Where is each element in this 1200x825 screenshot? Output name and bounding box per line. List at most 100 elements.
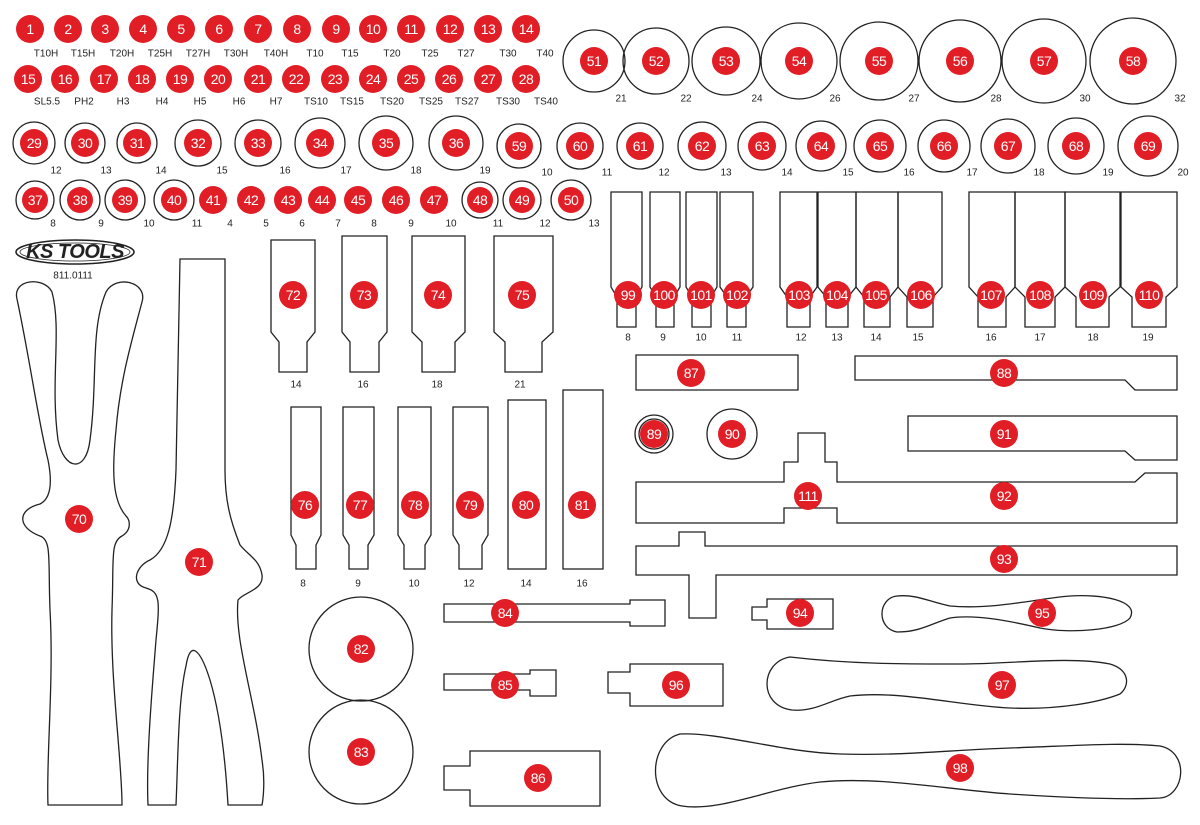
size-label-42: 5: [263, 218, 269, 230]
size-label-103: 12: [795, 332, 807, 344]
pliers-recess-70: [15, 281, 144, 806]
size-label-19: H5: [193, 96, 207, 108]
size-label-41: 4: [227, 218, 233, 230]
position-number-47: 47: [420, 186, 448, 214]
size-label-18: H4: [155, 96, 169, 108]
position-number-78: 78: [401, 491, 429, 519]
size-label-77: 9: [355, 578, 361, 590]
position-number-99: 99: [614, 281, 642, 309]
position-number-92: 92: [990, 482, 1018, 510]
deep-socket-recess-79: [452, 406, 489, 570]
size-label-105: 14: [870, 332, 882, 344]
socket-recess-68: [1047, 117, 1105, 175]
socket-recess-54: [760, 22, 838, 100]
pliers-recess-71: [135, 258, 265, 806]
socket-recess-37: [15, 180, 55, 220]
position-number-29: 29: [20, 129, 48, 157]
size-label-63: 14: [781, 167, 793, 179]
size-label-35: 18: [410, 165, 422, 177]
socket-recess-67: [980, 118, 1036, 174]
position-number-90: 90: [718, 420, 746, 448]
size-label-43: 6: [299, 218, 305, 230]
size-label-60: 11: [601, 167, 613, 179]
size-label-56: 28: [990, 93, 1002, 105]
size-label-66: 17: [966, 167, 978, 179]
position-number-11: 11: [397, 15, 425, 43]
size-label-101: 10: [695, 332, 707, 344]
size-label-23: TS15: [340, 96, 364, 108]
size-label-75: 21: [514, 379, 526, 391]
position-number-98: 98: [946, 754, 974, 782]
size-label-47: 10: [445, 218, 457, 230]
size-label-6: T30H: [223, 48, 249, 60]
long-socket-recess-110: [1120, 191, 1178, 328]
position-number-45: 45: [344, 186, 372, 214]
size-label-17: H3: [116, 96, 130, 108]
socket-recess-48: [461, 181, 499, 219]
size-label-50: 13: [588, 218, 600, 230]
socket-recess-29: [12, 121, 56, 165]
size-label-69: 20: [1177, 167, 1189, 179]
position-number-108: 108: [1026, 281, 1054, 309]
size-label-53: 24: [751, 93, 763, 105]
size-label-64: 15: [842, 167, 854, 179]
position-number-94: 94: [786, 599, 814, 627]
size-label-11: T25: [421, 48, 439, 60]
size-label-14: T40: [536, 48, 554, 60]
position-number-42: 42: [237, 186, 265, 214]
size-label-80: 14: [520, 578, 532, 590]
position-number-27: 27: [474, 65, 502, 93]
size-label-62: 13: [720, 167, 732, 179]
socket-recess-59: [496, 123, 542, 169]
disc-recess-83: [308, 699, 414, 805]
socket-recess-39: [104, 179, 146, 221]
position-number-55: 55: [865, 47, 893, 75]
size-label-21: H7: [269, 96, 283, 108]
size-label-108: 17: [1034, 332, 1046, 344]
logo-text: KS TOOLS: [26, 241, 124, 263]
position-number-30: 30: [71, 129, 99, 157]
size-label-45: 8: [371, 218, 377, 230]
size-label-27: TS30: [496, 96, 520, 108]
position-number-7: 7: [244, 15, 272, 43]
size-label-58: 32: [1174, 93, 1186, 105]
position-number-93: 93: [990, 545, 1018, 573]
position-number-21: 21: [244, 65, 272, 93]
position-number-15: 15: [14, 65, 42, 93]
position-number-68: 68: [1062, 132, 1090, 160]
position-number-65: 65: [866, 132, 894, 160]
position-number-81: 81: [568, 491, 596, 519]
position-number-72: 72: [279, 281, 307, 309]
position-number-79: 79: [456, 491, 484, 519]
size-label-72: 14: [290, 379, 302, 391]
socket-recess-49: [502, 180, 542, 220]
size-label-74: 18: [431, 379, 443, 391]
socket-recess-51: [562, 29, 626, 93]
deep-socket-recess-73: [341, 235, 388, 373]
position-number-35: 35: [372, 129, 400, 157]
position-number-23: 23: [321, 65, 349, 93]
size-label-102: 11: [731, 332, 743, 344]
socket-recess-69: [1117, 115, 1179, 177]
size-label-3: T20H: [109, 48, 135, 60]
position-number-60: 60: [566, 132, 594, 160]
position-number-91: 91: [990, 420, 1018, 448]
position-number-38: 38: [67, 187, 93, 213]
size-label-39: 10: [143, 218, 155, 230]
size-label-12: T27: [457, 48, 475, 60]
extension-bar-recess-87: [635, 354, 799, 391]
position-number-12: 12: [436, 15, 464, 43]
position-number-77: 77: [346, 491, 374, 519]
size-label-81: 16: [576, 578, 588, 590]
size-label-76: 8: [300, 578, 306, 590]
position-number-28: 28: [512, 65, 540, 93]
position-number-17: 17: [90, 65, 118, 93]
position-number-102: 102: [723, 281, 751, 309]
socket-recess-56: [918, 19, 1002, 103]
sliding-t-bar-recess-92: [635, 432, 1178, 524]
size-label-30: 13: [100, 165, 112, 177]
position-number-36: 36: [442, 129, 470, 157]
position-number-73: 73: [350, 281, 378, 309]
position-number-25: 25: [397, 65, 425, 93]
